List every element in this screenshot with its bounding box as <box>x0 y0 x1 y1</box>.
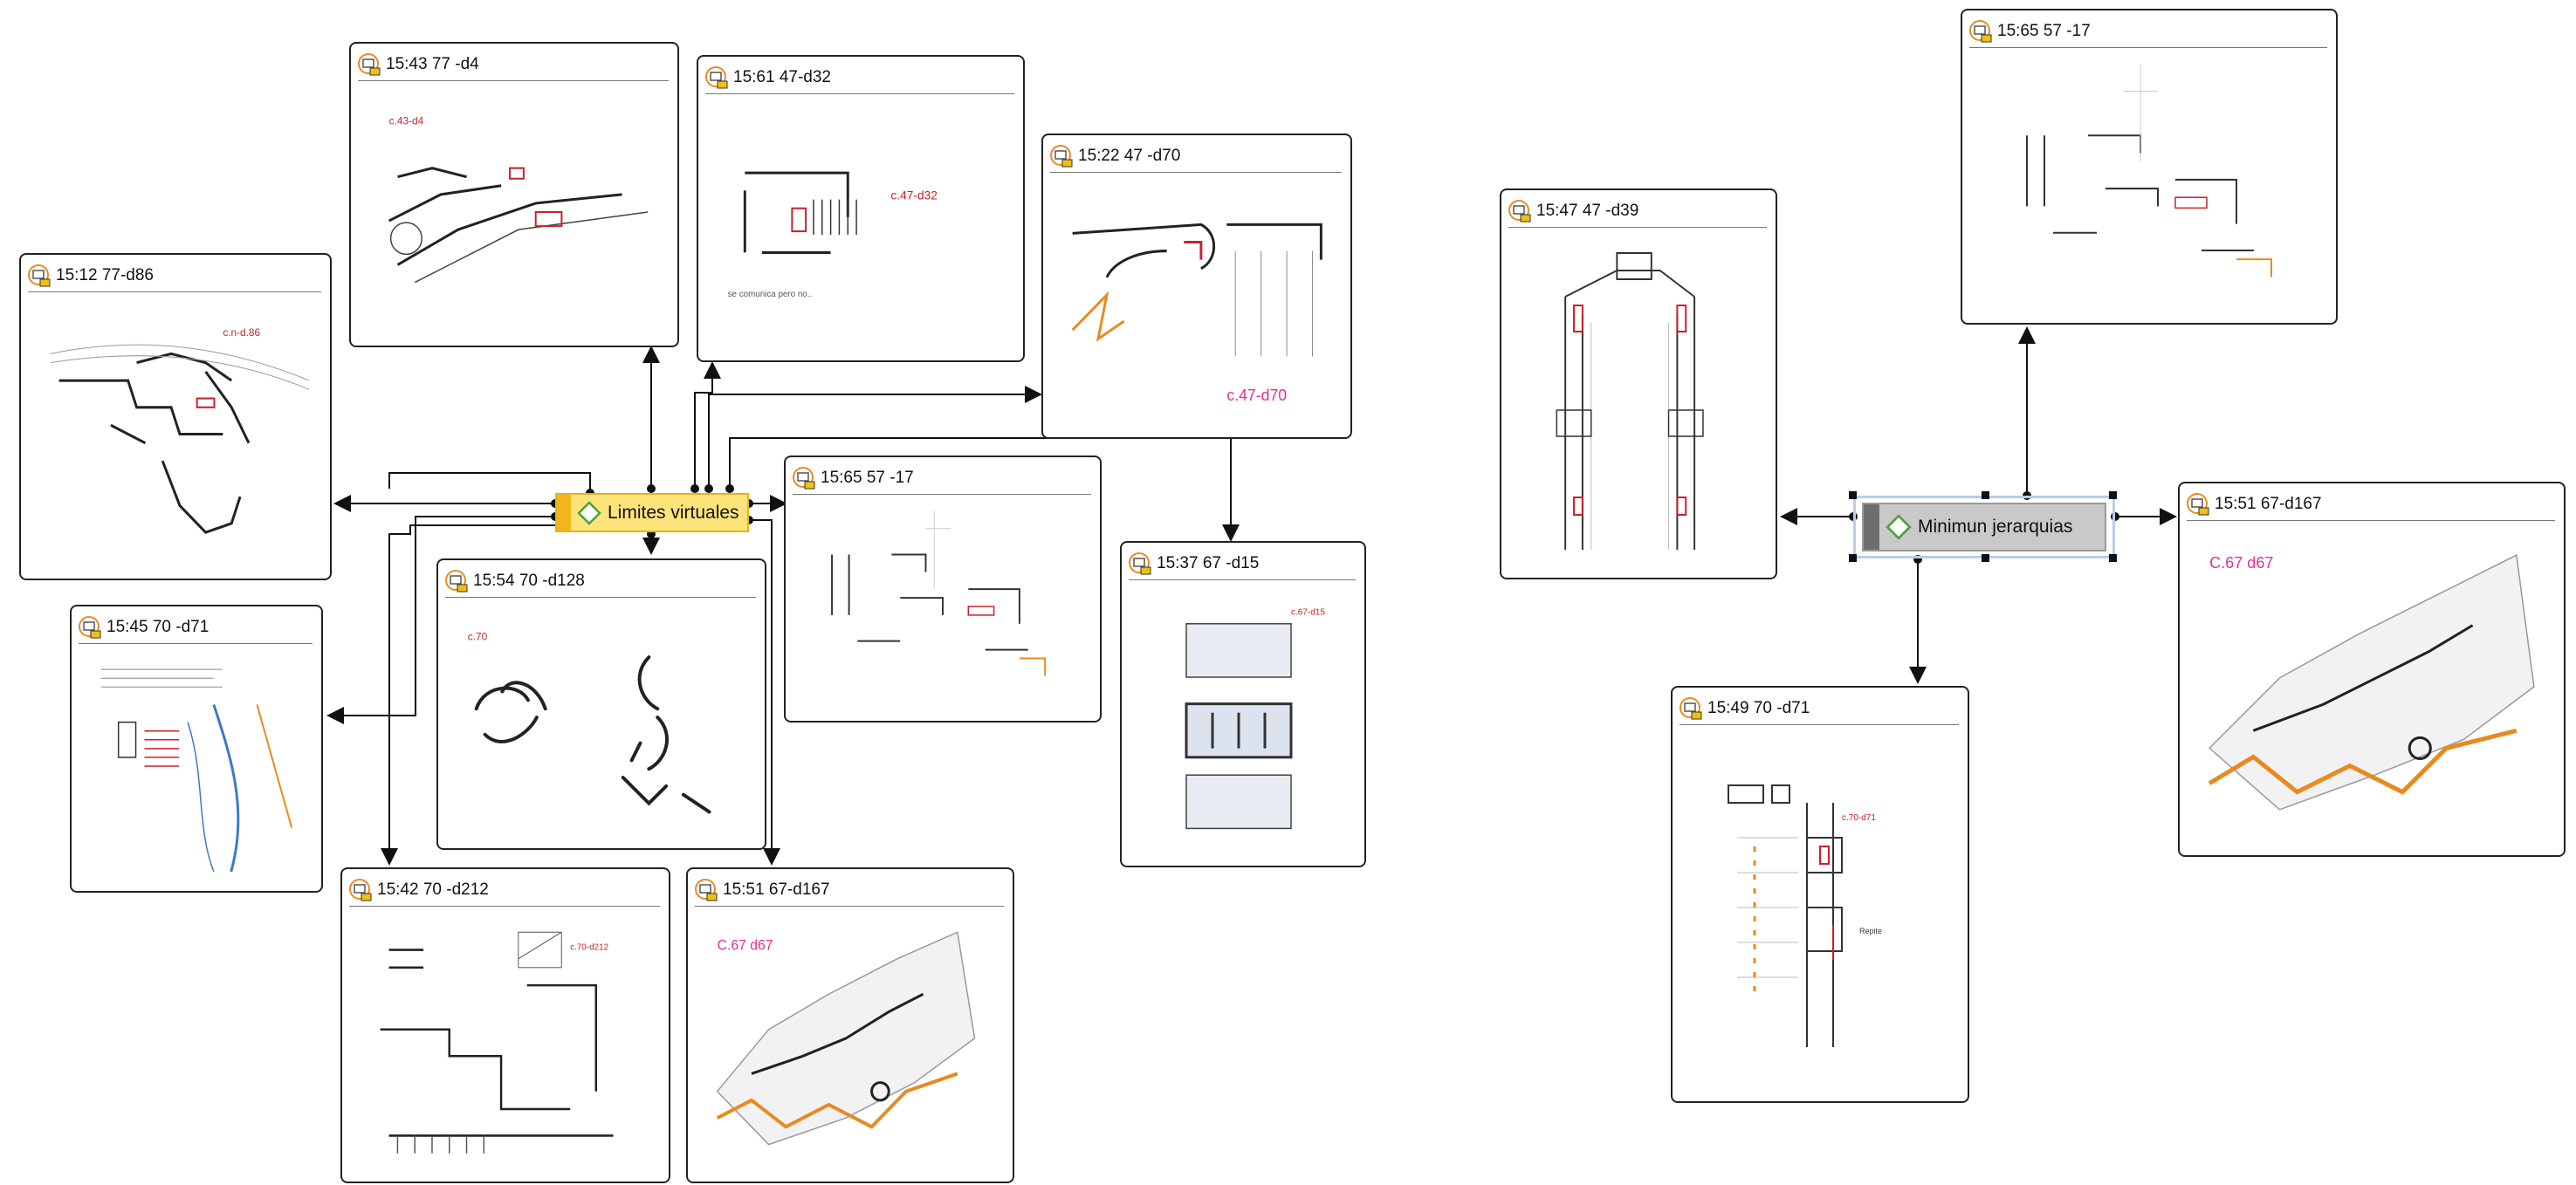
card-title: 15:42 70 -d212 <box>377 880 489 899</box>
hub-label: Minimun jerarquias <box>1918 517 2073 537</box>
diamond-icon <box>577 500 601 525</box>
card-title: 15:45 70 -d71 <box>106 618 210 636</box>
card-header: 15:22 47 -d70 <box>1050 140 1342 173</box>
sketch-image <box>798 503 1088 710</box>
card-d71-left[interactable]: 15:45 70 -d71 <box>70 605 323 893</box>
document-icon <box>358 53 381 76</box>
card-header: 15:49 70 -d71 <box>1680 693 1959 725</box>
document-icon <box>2187 493 2209 516</box>
card-title: 15:12 77-d86 <box>56 266 154 284</box>
card-header: 15:37 67 -d15 <box>1129 548 1356 580</box>
card-d212[interactable]: 15:42 70 -d212 c.70-d212 <box>340 867 670 1183</box>
sketch-image: c.70 <box>450 606 752 838</box>
sketch-image: c.47-d70 <box>1055 181 1338 427</box>
card-d15[interactable]: 15:37 67 -d15 c.67-d15 <box>1120 541 1366 867</box>
document-icon <box>445 570 468 592</box>
selection-handle[interactable] <box>1849 554 1857 562</box>
card-header: 15:61 47-d32 <box>705 62 1014 94</box>
card-title: 15:65 57 -17 <box>1997 22 2091 40</box>
card-title: 15:51 67-d167 <box>2215 495 2322 513</box>
card-header: 15:42 70 -d212 <box>349 874 660 907</box>
document-icon <box>1969 20 1992 43</box>
card-title: 15:47 47 -d39 <box>1536 202 1639 220</box>
sketch-image: c.43-d4 <box>363 89 665 335</box>
card-header: 15:45 70 -d71 <box>79 612 313 644</box>
selection-handle[interactable] <box>2109 554 2117 562</box>
hub-accent-bar <box>1864 504 1879 550</box>
svg-text:c.70: c.70 <box>468 630 488 642</box>
sketch-image: c.n-d.86 <box>33 300 318 568</box>
card-title: 15:54 70 -d128 <box>473 572 585 590</box>
card-title: 15:65 57 -17 <box>821 469 914 487</box>
card-title: 15:37 67 -d15 <box>1157 554 1260 572</box>
svg-text:c.67-d15: c.67-d15 <box>1291 608 1325 618</box>
card-d4[interactable]: 15:43 77 -d4 c.43-d4 <box>349 42 679 347</box>
card-d70[interactable]: 15:22 47 -d70 c.47-d70 <box>1041 134 1352 439</box>
card-title: 15:43 77 -d4 <box>386 55 479 73</box>
selection-handle[interactable] <box>1982 491 1989 499</box>
card-header: 15:12 77-d86 <box>28 260 321 292</box>
document-icon <box>349 879 372 901</box>
card-17-left[interactable]: 15:65 57 -17 <box>784 456 1102 723</box>
document-icon <box>705 66 728 89</box>
document-icon <box>1129 552 1151 575</box>
selection-handle[interactable] <box>2109 491 2117 499</box>
sketch-image: c.70-d212 <box>354 914 656 1171</box>
card-d128[interactable]: 15:54 70 -d128 c.70 <box>436 558 766 850</box>
sketch-image: c.47-d32 se comunica pero no.. <box>711 102 1011 350</box>
card-header: 15:54 70 -d128 <box>445 565 756 598</box>
sketch-image: C.67 d67 <box>2192 529 2552 845</box>
card-d32[interactable]: 15:61 47-d32 c.47-d32 se comunica pero no… <box>697 55 1025 362</box>
sketch-image: c.67-d15 <box>1134 588 1352 855</box>
card-d86[interactable]: 15:12 77-d86 c.n-d.86 <box>19 253 332 580</box>
hub-accent-bar <box>557 495 571 531</box>
diamond-icon <box>1886 514 1912 540</box>
card-title: 15:51 67-d167 <box>723 880 830 899</box>
card-title: 15:22 47 -d70 <box>1078 147 1181 165</box>
card-d167-left[interactable]: 15:51 67-d167 C.67 d67 <box>686 867 1014 1183</box>
document-icon <box>793 467 815 490</box>
svg-text:c.n-d.86: c.n-d.86 <box>223 326 260 339</box>
card-header: 15:51 67-d167 <box>695 874 1004 907</box>
svg-text:C.67 d67: C.67 d67 <box>2209 554 2273 572</box>
card-header: 15:43 77 -d4 <box>358 49 669 81</box>
document-icon <box>1680 697 1702 720</box>
sketch-image: C.67 d67 <box>700 914 1000 1171</box>
svg-text:Repite: Repite <box>1859 927 1882 935</box>
card-17-right[interactable]: 15:65 57 -17 <box>1961 9 2338 325</box>
document-icon <box>28 264 51 287</box>
document-icon <box>1508 200 1531 223</box>
sketch-image <box>1975 56 2324 312</box>
svg-text:c.70-d71: c.70-d71 <box>1842 813 1876 823</box>
document-icon <box>79 616 101 639</box>
document-icon <box>1050 145 1073 168</box>
card-title: 15:61 47-d32 <box>733 68 831 86</box>
svg-text:se comunica pero no..: se comunica pero no.. <box>728 290 813 299</box>
svg-text:c.47-d70: c.47-d70 <box>1226 387 1287 404</box>
card-d39[interactable]: 15:47 47 -d39 <box>1500 188 1777 579</box>
sketch-image <box>84 652 309 880</box>
selection-handle[interactable] <box>1849 491 1857 499</box>
svg-text:c.70-d212: c.70-d212 <box>570 942 608 952</box>
svg-text:C.67 d67: C.67 d67 <box>718 938 773 953</box>
card-header: 15:47 47 -d39 <box>1508 195 1767 228</box>
card-title: 15:49 70 -d71 <box>1707 699 1810 717</box>
hub-minimun-jerarquias[interactable]: Minimun jerarquias <box>1862 503 2106 551</box>
document-icon <box>695 879 718 901</box>
card-header: 15:65 57 -17 <box>1969 16 2327 48</box>
selection-handle[interactable] <box>1982 554 1989 562</box>
hub-limites-virtuales[interactable]: Limites virtuales <box>555 493 749 532</box>
card-header: 15:51 67-d167 <box>2187 489 2555 521</box>
card-d167-right[interactable]: 15:51 67-d167 C.67 d67 <box>2178 482 2566 857</box>
sketch-image <box>1514 236 1763 567</box>
svg-text:c.47-d32: c.47-d32 <box>890 188 938 202</box>
svg-text:c.43-d4: c.43-d4 <box>389 114 424 127</box>
hub-label: Limites virtuales <box>608 502 739 523</box>
card-header: 15:65 57 -17 <box>793 462 1091 495</box>
